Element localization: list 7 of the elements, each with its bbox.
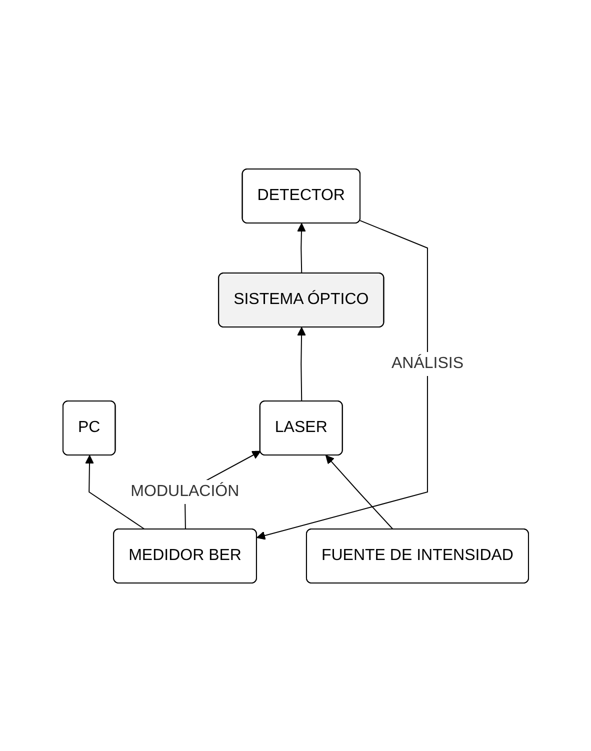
arrow (325, 454, 394, 530)
arrow (84, 454, 146, 530)
arrow (296, 222, 306, 274)
edge-label: MODULACIÓN (130, 482, 239, 500)
arrow (296, 326, 306, 402)
edge-label: ANÁLISIS (391, 354, 464, 372)
arrow (256, 220, 428, 540)
